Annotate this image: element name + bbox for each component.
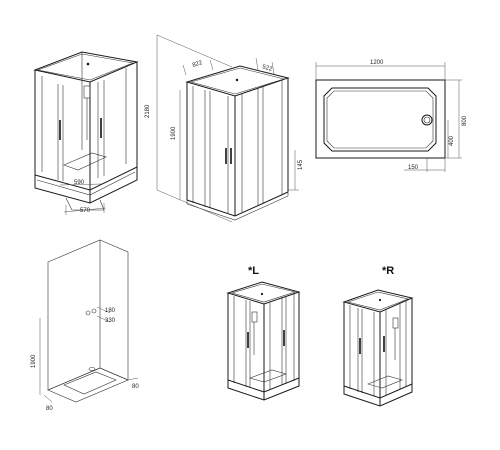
- top-left-label: 822: [192, 60, 204, 69]
- right-version-label: *R: [382, 265, 394, 277]
- width-label: 800: [462, 115, 468, 126]
- left-version-label: *L: [248, 265, 259, 277]
- label-330: 330: [105, 318, 116, 324]
- front-depth-label: 570: [80, 208, 91, 214]
- corner-height-label: 1900: [31, 354, 37, 368]
- inner-offset-label: 400: [449, 135, 455, 146]
- plan-view: 1200 800 400 150: [315, 60, 468, 172]
- top-right-label: 522: [261, 64, 273, 73]
- drain-offset-label: 150: [408, 165, 419, 171]
- corner-bottom-b: 80: [132, 384, 139, 390]
- overall-height-label: 2180: [145, 104, 151, 118]
- corner-bottom-a: 80: [46, 406, 53, 412]
- right-height-label: 145: [298, 159, 304, 170]
- length-label: 1200: [370, 60, 384, 66]
- dimensioned-iso-view: 2180 1900 822 522: [145, 34, 304, 223]
- left-version-view: *L: [226, 265, 301, 401]
- label-180: 180: [105, 308, 116, 314]
- right-version-view: *R: [342, 265, 414, 407]
- front-width-label: 590: [74, 180, 85, 186]
- corner-connection-view: 180 330 1900 80 80: [31, 239, 139, 412]
- iso-cabin-view: 590 570: [33, 51, 139, 215]
- inner-height-label: 1900: [171, 126, 177, 140]
